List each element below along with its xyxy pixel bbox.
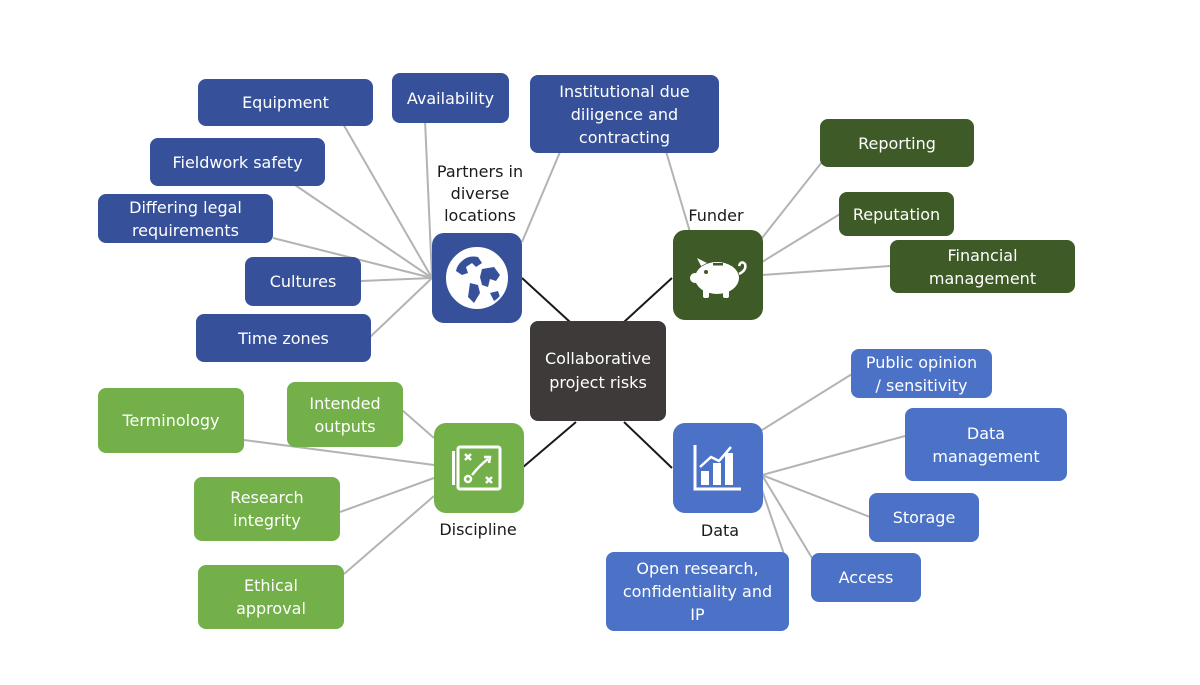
hub-connectors [521, 277, 673, 469]
funder-hub-label: Funder [688, 206, 744, 225]
data-hub [673, 423, 763, 513]
data-item-data-management: Data management [905, 408, 1067, 481]
data-item-access: Access [811, 553, 921, 602]
data-hub-label: Data [700, 521, 740, 540]
bar-chart-icon [693, 445, 741, 491]
strategy-board-icon [452, 445, 502, 491]
partners-item-equipment: Equipment [198, 79, 373, 126]
partners-item-differing-legal-requirements: Differing legal requirements [98, 194, 273, 243]
discipline-item-intended-outputs: Intended outputs [287, 382, 403, 447]
item-connectors [243, 119, 906, 575]
data-item-storage: Storage [869, 493, 979, 542]
discipline-item-research-integrity: Research integrity [194, 477, 340, 541]
partners-item-cultures: Cultures [245, 257, 361, 306]
funder-hub [673, 230, 763, 320]
discipline-hub [434, 423, 524, 513]
data-item-public-opinion-sensitivity: Public opinion / sensitivity [851, 349, 992, 398]
discipline-item-terminology: Terminology [98, 388, 244, 453]
funder-item-financial-management: Financial management [890, 240, 1075, 293]
partners-item-fieldwork-safety: Fieldwork safety [150, 138, 325, 186]
globe-icon [446, 247, 508, 309]
piggy-bank-icon [690, 258, 747, 298]
partners-item-time-zones: Time zones [196, 314, 371, 362]
data-item-open-research-confidentiality-ip: Open research, confidentiality and IP [606, 552, 789, 631]
partners-item-availability: Availability [392, 73, 509, 123]
funder-item-reputation: Reputation [839, 192, 954, 236]
center-node: Collaborative project risks [530, 321, 666, 421]
discipline-item-ethical-approval: Ethical approval [198, 565, 344, 629]
partners-item-institutional-due-diligence: Institutional due diligence and contract… [530, 75, 719, 153]
discipline-hub-label: Discipline [439, 520, 517, 539]
funder-item-reporting: Reporting [820, 119, 974, 167]
partners-hub-label: Partners in diverse locations [436, 162, 524, 225]
partners-hub [432, 233, 522, 323]
